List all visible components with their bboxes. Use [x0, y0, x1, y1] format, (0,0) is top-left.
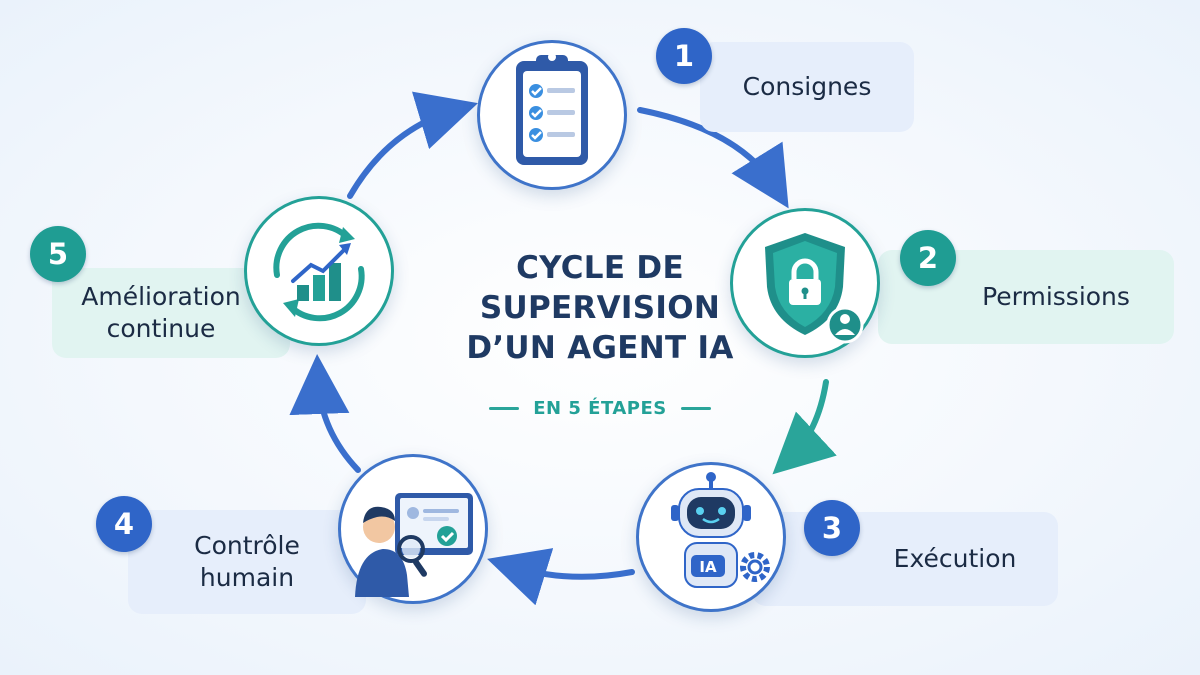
step-5-badge: 5 — [30, 226, 86, 282]
robot-ia-gear-icon: IA — [671, 472, 770, 588]
step-5-label-line-1: Amélioration — [81, 282, 241, 311]
subtitle-dash-right — [680, 406, 711, 410]
title-line-1: CYCLE DE — [516, 250, 684, 286]
growth-cycle-chart-icon — [273, 222, 365, 322]
step-3-node: IA — [636, 462, 786, 612]
step-4-node — [338, 454, 488, 604]
title-line-3: D’UN AGENT IA — [466, 330, 734, 366]
arrow-4-to-5 — [289, 354, 361, 473]
arrow-5-to-1 — [347, 91, 478, 199]
step-1-label-box: Consignes — [700, 42, 914, 132]
arrow-2-to-3 — [772, 379, 837, 475]
diagram-title: CYCLE DE SUPERVISION D’UN AGENT IA — [445, 248, 755, 368]
step-4-label-line-1: Contrôle — [194, 531, 300, 560]
clipboard-checklist-icon — [516, 53, 588, 165]
step-4-label-line-2: humain — [199, 563, 295, 592]
step-1-node — [477, 40, 627, 190]
title-line-2: SUPERVISION — [479, 290, 721, 326]
step-4-badge: 4 — [96, 496, 152, 552]
subtitle-text: EN 5 ÉTAPES — [533, 397, 667, 419]
arrow-1-to-2 — [637, 107, 789, 209]
shield-lock-user-icon — [765, 233, 864, 344]
step-1-badge: 1 — [656, 28, 712, 84]
human-review-screen-icon — [355, 493, 473, 597]
step-2-node — [730, 208, 880, 358]
step-2-label: Permissions — [982, 282, 1130, 311]
step-3-label: Exécution — [893, 544, 1017, 573]
step-5-node — [244, 196, 394, 346]
step-3-badge: 3 — [804, 500, 860, 556]
step-3-label-box: Exécution — [752, 512, 1058, 606]
subtitle-dash-left — [489, 406, 520, 410]
step-4-label-box: Contrôle humain — [128, 510, 366, 614]
diagram-subtitle: EN 5 ÉTAPES — [450, 393, 750, 423]
arrow-3-to-4 — [487, 548, 635, 606]
robot-ia-text: IA — [699, 558, 717, 576]
step-1-label: Consignes — [742, 72, 872, 101]
step-5-label-line-2: continue — [106, 314, 216, 343]
step-2-badge: 2 — [900, 230, 956, 286]
